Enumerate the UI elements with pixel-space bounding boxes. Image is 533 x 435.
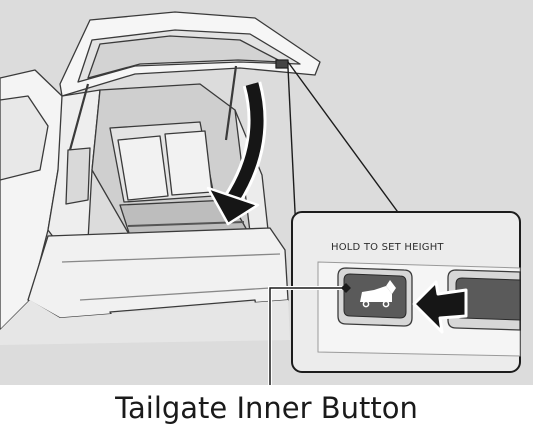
vehicle-tailgate-icon bbox=[360, 280, 396, 308]
caption: Tailgate Inner Button bbox=[115, 391, 418, 425]
callout-lines bbox=[287, 61, 401, 233]
caption-leader-line bbox=[268, 283, 351, 385]
tailgate-illustration: HOLD TO SET HEIGHT bbox=[0, 0, 533, 385]
tailgate-inner-button[interactable] bbox=[337, 267, 413, 327]
vehicle-rear bbox=[0, 69, 290, 345]
press-arrow-icon bbox=[412, 280, 468, 334]
open-tailgate bbox=[59, 11, 321, 151]
detail-inset: HOLD TO SET HEIGHT bbox=[291, 211, 521, 373]
tailgate-button-location bbox=[275, 59, 289, 69]
curved-down-arrow-icon bbox=[206, 81, 267, 226]
inset-label: HOLD TO SET HEIGHT bbox=[331, 242, 444, 253]
